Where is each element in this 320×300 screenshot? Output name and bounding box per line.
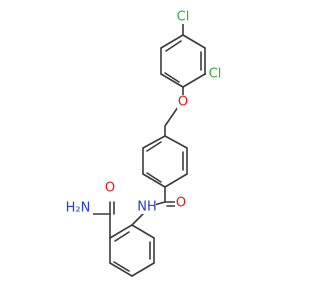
dichlorophenyl-ring [160, 34, 206, 88]
atom-cl-right: Cl [209, 67, 222, 82]
benzoyl-ring [142, 135, 188, 188]
structure-diagram: Cl Cl O O NH H₂N O [65, 9, 222, 277]
molecule-drawing: Cl Cl O O NH H₂N O [65, 9, 222, 277]
anilide-ring [109, 224, 155, 277]
atom-ether-oxygen: O [178, 95, 188, 110]
bond-nh-ring [131, 213, 144, 226]
atom-cl-top: Cl [177, 10, 190, 25]
atom-carboxamide-oxygen: O [105, 181, 115, 196]
atom-carboxamide-nh2: H₂N [66, 201, 91, 216]
atom-amide-oxygen: O [176, 196, 186, 211]
bond-o-ch2 [164, 106, 179, 127]
atom-amide-nh: NH [137, 200, 157, 215]
